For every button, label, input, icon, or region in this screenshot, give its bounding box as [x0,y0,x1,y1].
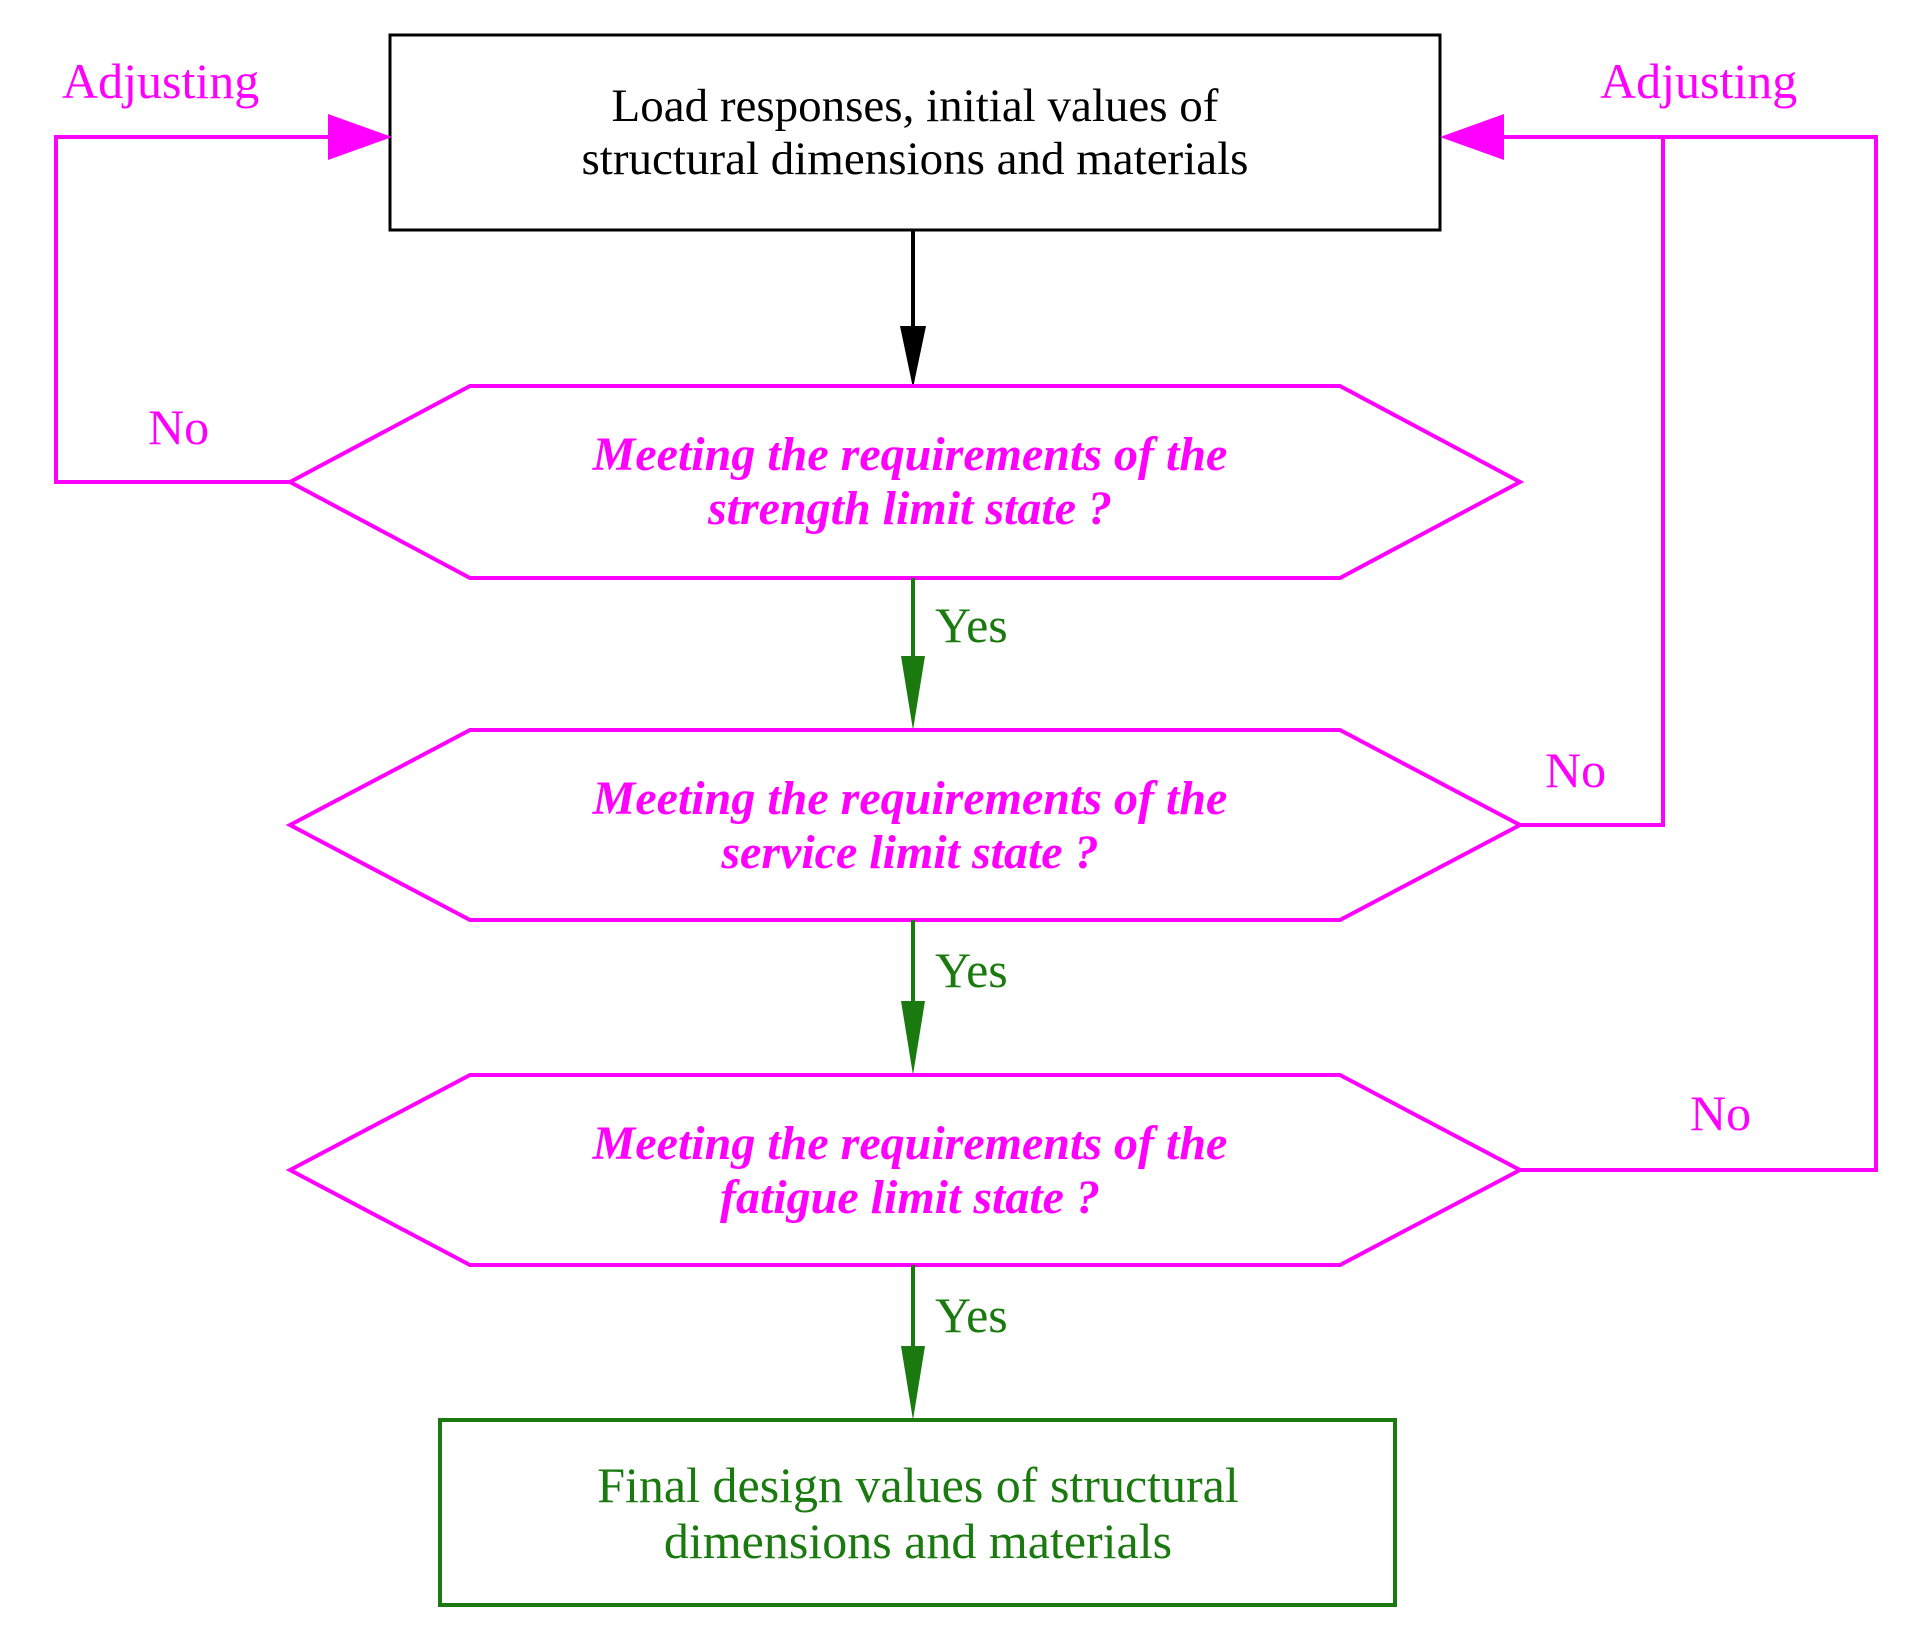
strength-limit-state-hexagon[interactable] [285,384,1525,580]
adjusting-right-label: Adjusting [1600,53,1798,109]
adjusting-left-label: Adjusting [62,53,260,109]
service-no-feedback-path [1504,135,1665,827]
strength-no-feedback-path [54,135,328,484]
fatigue-no-label: No [1690,1085,1752,1141]
fatigue-yes-label: Yes [935,1287,1008,1343]
fatigue-limit-state-hexagon[interactable] [285,1073,1525,1267]
load-responses-box-shape[interactable] [388,33,1442,232]
service-yes-arrowhead [901,1001,925,1075]
adjusting-right-arrowhead [1440,114,1504,160]
strength-yes-label: Yes [935,597,1008,653]
strength-yes-arrowhead [901,656,925,730]
service-yes-label: Yes [935,942,1008,998]
start-to-strength-arrowhead [900,326,926,388]
service-no-label: No [1545,742,1607,798]
fatigue-no-feedback-path [1504,135,1878,1172]
final-design-values-box-shape[interactable] [438,1418,1397,1607]
service-limit-state-hexagon[interactable] [285,728,1525,922]
strength-no-label: No [148,399,210,455]
fatigue-yes-arrowhead [901,1346,925,1420]
adjusting-left-arrowhead [328,114,392,160]
